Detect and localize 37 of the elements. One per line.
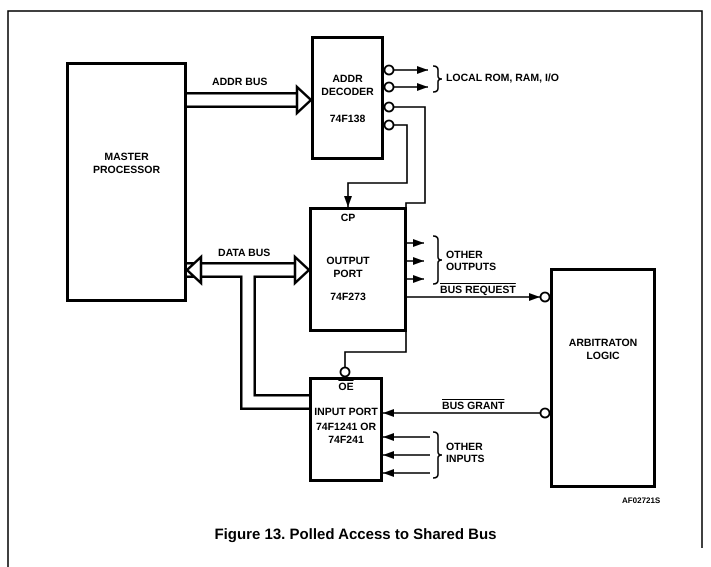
connector <box>407 239 424 247</box>
annotation-text: OTHER OUTPUTS <box>446 249 498 273</box>
block-label: 74F273 <box>329 291 367 304</box>
block-label: ADDR DECODER <box>320 73 375 99</box>
connector <box>383 433 430 441</box>
connector <box>383 469 430 477</box>
block-label: 74F138 <box>328 113 366 126</box>
edge-label: DATA BUS <box>218 247 270 259</box>
connector <box>384 64 428 76</box>
block-label: INPUT PORT <box>313 406 379 419</box>
block-box <box>309 377 383 482</box>
annotation-text: LOCAL ROM, RAM, I/O <box>446 72 559 84</box>
connector <box>384 82 428 92</box>
connector <box>344 120 408 207</box>
connector <box>407 275 424 283</box>
block-label: MASTER PROCESSOR <box>92 151 162 177</box>
annotation-text: AF02721S <box>622 495 660 507</box>
block-box <box>311 36 384 160</box>
block-box <box>309 207 407 332</box>
block-label: CP <box>340 212 356 225</box>
block-label: OUTPUT PORT <box>325 255 371 281</box>
block-box <box>66 62 187 302</box>
edge-label: BUS REQUEST <box>440 284 516 296</box>
block-label: ARBITRATON LOGIC <box>568 337 638 363</box>
annotation-text: OTHER INPUTS <box>446 441 486 465</box>
connector <box>407 257 424 265</box>
connector <box>383 408 550 418</box>
edge-label: BUS GRANT <box>442 400 504 412</box>
bus-arrow <box>187 84 313 116</box>
figure-caption: Figure 13. Polled Access to Shared Bus <box>213 525 498 545</box>
block-label: 74F1241 OR 74F241 <box>314 421 378 447</box>
block-box <box>550 268 656 488</box>
block-label: OE <box>337 381 355 394</box>
connector <box>383 451 430 459</box>
connector <box>407 292 550 302</box>
bus-arrow <box>185 254 311 286</box>
edge-label: ADDR BUS <box>212 76 268 88</box>
